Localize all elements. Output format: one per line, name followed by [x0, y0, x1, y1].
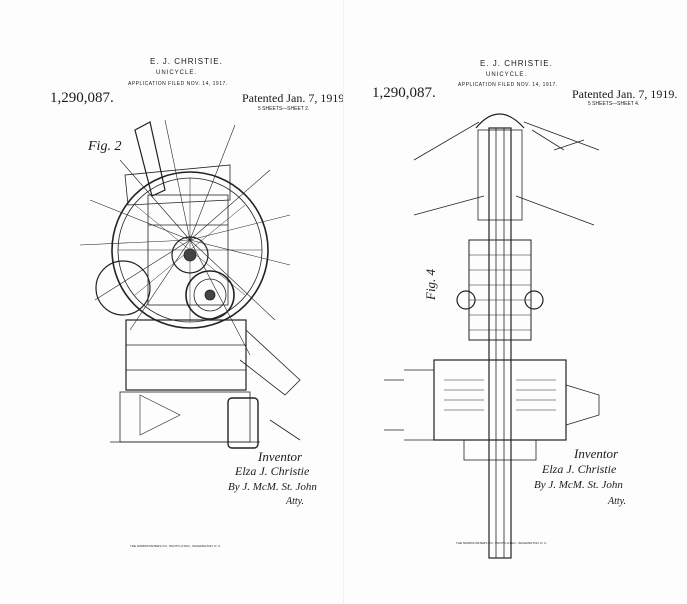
- attorney-abbrev: Atty.: [608, 496, 627, 507]
- inventor-signature: Elza J. Christie: [542, 462, 617, 476]
- application-filed: APPLICATION FILED NOV. 14, 1917.: [458, 82, 558, 88]
- inventor-heading: Inventor: [258, 449, 303, 464]
- attorney-signature: By J. McM. St. John: [534, 479, 623, 491]
- spoke-rays: [79, 119, 291, 356]
- attorney-abbrev: Atty.: [286, 496, 305, 507]
- figure-label: Fig. 4: [423, 268, 438, 300]
- lithographer-footer: THE NORRIS PETERS CO., PHOTO-LITHO., WAS…: [130, 544, 222, 548]
- inventor-name: E. J. CHRISTIE.: [480, 59, 553, 68]
- invention-title: UNICYCLE.: [486, 72, 528, 78]
- fig-2-drawing: [79, 119, 301, 449]
- patent-number: 1,290,087.: [50, 90, 114, 106]
- inventor-name: E. J. CHRISTIE.: [150, 57, 223, 66]
- application-filed: APPLICATION FILED NOV. 14, 1917.: [128, 81, 228, 87]
- patent-sheet-2: E. J. CHRISTIE. UNICYCLE. APPLICATION FI…: [0, 0, 347, 604]
- figure-label: Fig. 2: [88, 139, 122, 154]
- inventor-signature: Elza J. Christie: [235, 464, 310, 478]
- patented-date: Patented Jan. 7, 1919.: [242, 91, 348, 105]
- sheets-note: 5 SHEETS—SHEET 2.: [258, 106, 310, 112]
- patent-sheet-4: E. J. CHRISTIE. UNICYCLE. APPLICATION FI…: [344, 0, 687, 604]
- sheets-note: 5 SHEETS—SHEET 4.: [588, 101, 640, 107]
- invention-title: UNICYCLE.: [156, 70, 198, 76]
- fig-4-drawing: [384, 113, 600, 559]
- attorney-signature: By J. McM. St. John: [228, 481, 317, 493]
- patent-number: 1,290,087.: [372, 85, 436, 101]
- patented-date: Patented Jan. 7, 1919.: [572, 87, 678, 101]
- inventor-heading: Inventor: [574, 446, 619, 461]
- lithographer-footer: THE NORRIS PETERS CO., PHOTO-LITHO., WAS…: [456, 541, 548, 545]
- sheet-divider: [343, 0, 344, 604]
